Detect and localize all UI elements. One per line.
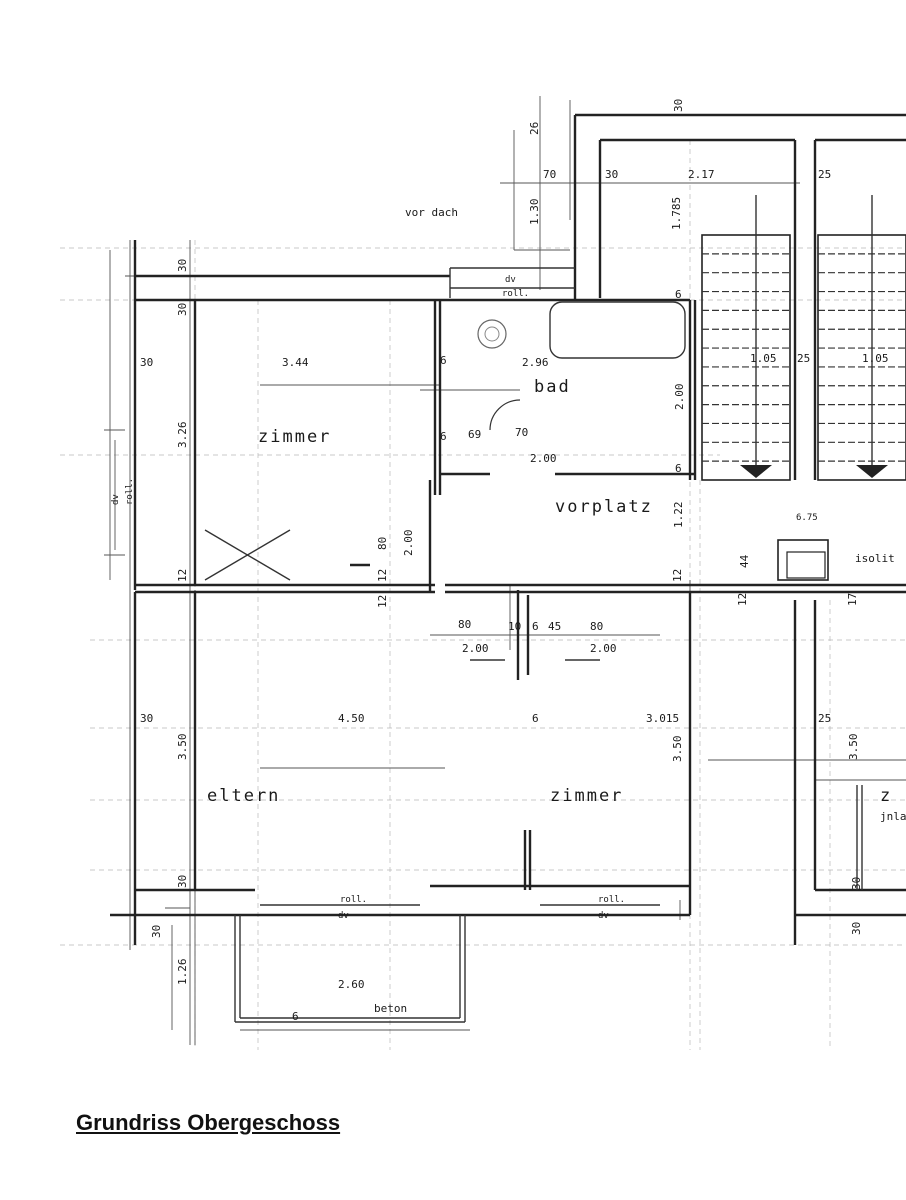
dim-label: 26 [528, 122, 541, 135]
dim-label: 3.50 [847, 734, 860, 761]
dim-label: 12 [376, 569, 389, 582]
dim-label: 2.17 [688, 168, 715, 181]
dim-label: 6 [440, 354, 447, 367]
dim-label: 30 [176, 875, 189, 888]
dimension-lines [104, 96, 906, 1045]
dim-label: 3.50 [176, 734, 189, 761]
stair-run [817, 234, 906, 481]
dim-label: 6 [532, 620, 539, 633]
dim-label: 45 [548, 620, 561, 633]
dim-label: 1.05 [862, 352, 889, 365]
room-label-zimmer-top: zimmer [258, 427, 331, 447]
dim-label: 30 [140, 712, 153, 725]
dim-label: 70 [515, 426, 528, 439]
dim-label: 80 [458, 618, 471, 631]
dim-label: 25 [818, 712, 831, 725]
note-vordach: vor dach [405, 206, 458, 219]
dim-label: 80 [376, 537, 389, 550]
dim-label: 4.50 [338, 712, 365, 725]
walls [110, 113, 906, 1023]
room-label-vorplatz: vorplatz [555, 497, 653, 517]
dim-label: 30 [176, 303, 189, 316]
note-beton: beton [374, 1002, 407, 1015]
bathroom-fixtures [477, 301, 686, 431]
dim-label: 6 [532, 712, 539, 725]
dim-label: 30 [150, 925, 163, 938]
room-label-eltern: eltern [207, 786, 280, 806]
dim-label: 1.785 [670, 197, 683, 230]
dim-label: 2.00 [590, 642, 617, 655]
dim-label: 2.00 [530, 452, 557, 465]
dim-label: 6 [675, 288, 682, 301]
dim-label: 10 [508, 620, 521, 633]
staircase [701, 195, 906, 481]
dim-label: 2.00 [402, 530, 415, 557]
dim-label: 25 [797, 352, 810, 365]
stair-arrow-icon [856, 465, 888, 478]
dim-label: 6.75 [796, 513, 818, 523]
dim-label: 80 [590, 620, 603, 633]
dim-label: 6 [675, 462, 682, 475]
room-label-zimmer-bottom: zimmer [550, 786, 623, 806]
dim-label: 30 [672, 99, 685, 112]
note-isolit: isolit [855, 552, 895, 565]
stair-arrow-icon [740, 465, 772, 478]
dimension-labels: 30 26 70 1.30 30 2.17 25 1.785 30 30 30 … [140, 99, 889, 1023]
stair-run [701, 234, 791, 481]
dim-label: 3.015 [646, 712, 679, 725]
dim-label: 30 [605, 168, 618, 181]
dim-label: 12 [376, 595, 389, 608]
note-roll-left: roll. [125, 478, 135, 505]
dim-label: 2.60 [338, 978, 365, 991]
dim-label: 3.44 [282, 356, 309, 369]
room-label-right-partial-sub: jnla [880, 810, 906, 823]
dim-label: 1.22 [672, 502, 685, 529]
dim-label: 30 [850, 877, 863, 890]
dim-label: 6 [292, 1010, 299, 1023]
dim-label: 25 [818, 168, 831, 181]
dim-label: 30 [140, 356, 153, 369]
dim-label: 2.00 [673, 384, 686, 411]
dim-label: 30 [850, 922, 863, 935]
dim-label: 30 [176, 259, 189, 272]
dim-label: 69 [468, 428, 481, 441]
drawing-caption: Grundriss Obergeschoss [76, 1110, 341, 1135]
dim-label: 70 [543, 168, 556, 181]
note-dv-bottom-right: dv [598, 911, 609, 921]
dim-label: 12 [736, 593, 749, 606]
dim-label: 44 [738, 554, 751, 568]
dim-label: 3.50 [671, 736, 684, 763]
note-dv-left: dv [111, 494, 121, 505]
dim-label: 12 [176, 569, 189, 582]
dim-label: 1.05 [750, 352, 777, 365]
dim-label: 12 [671, 569, 684, 582]
room-label-bad: bad [534, 377, 571, 397]
note-roll-top: roll. [502, 289, 529, 299]
dim-label: 6 [440, 430, 447, 443]
room-label-right-partial: z [880, 786, 892, 806]
dim-label: 2.96 [522, 356, 549, 369]
note-roll-bottom-left: roll. [340, 895, 367, 905]
dim-label: 2.00 [462, 642, 489, 655]
note-dv-bottom-left: dv [338, 911, 349, 921]
dim-label: 17 [846, 593, 859, 606]
note-roll-bottom-right: roll. [598, 895, 625, 905]
note-dv-top: dv [505, 275, 516, 285]
dim-label: 1.30 [528, 199, 541, 226]
dim-label: 3.26 [176, 422, 189, 449]
dim-label: 1.26 [176, 959, 189, 986]
door-marks [204, 529, 863, 890]
